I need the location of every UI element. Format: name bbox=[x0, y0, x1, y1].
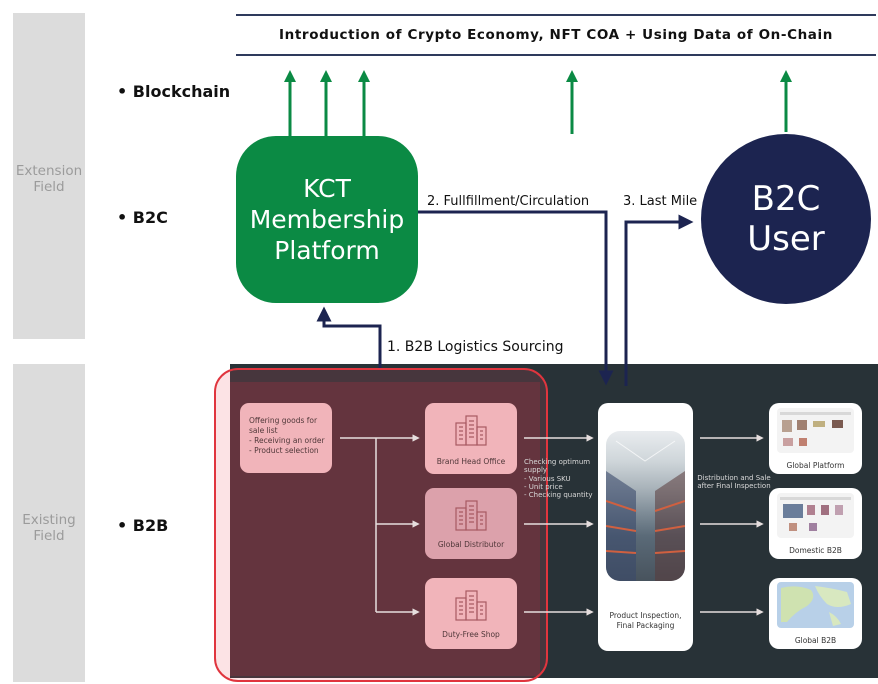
checking-supply-item-1: - Various SKU bbox=[524, 475, 571, 483]
existing-field-band: Existing Field bbox=[13, 364, 85, 682]
channel-card-domestic-b2b: Domestic B2B bbox=[769, 488, 862, 559]
step-3-arrow bbox=[624, 214, 694, 386]
crypto-economy-banner: Introduction of Crypto Economy, NFT COA … bbox=[236, 14, 876, 56]
step-2-label: 2. Fullfillment/Circulation bbox=[427, 194, 590, 209]
building-icon bbox=[453, 498, 489, 532]
kct-membership-platform: KCT Membership Platform bbox=[236, 136, 418, 303]
kct-title-line1: KCT bbox=[303, 174, 351, 203]
brand-head-office-box: Brand Head Office bbox=[425, 403, 517, 474]
extension-field-band: Extension Field bbox=[13, 13, 85, 339]
b2c-user-line2: User bbox=[747, 219, 825, 259]
checking-supply-item-3: - Checking quantity bbox=[524, 491, 593, 499]
supplier-label-2: Global Distributor bbox=[437, 540, 505, 549]
checking-supply-item-2: - Unit price bbox=[524, 483, 563, 491]
row-label-b2b: • B2B bbox=[117, 516, 169, 535]
b2c-user-circle: B2C User bbox=[701, 134, 871, 304]
row-label-blockchain: • Blockchain bbox=[117, 82, 231, 101]
step-3-label: 3. Last Mile bbox=[623, 194, 698, 209]
step-2-arrow bbox=[418, 210, 614, 386]
building-icon bbox=[453, 588, 489, 622]
existing-field-label: Existing Field bbox=[22, 512, 76, 544]
kct-title-line3: Platform bbox=[274, 236, 380, 265]
kct-title-line2: Membership bbox=[249, 205, 405, 234]
channel-label-2: Domestic B2B bbox=[789, 546, 842, 555]
channel-label-3: Global B2B bbox=[794, 636, 837, 645]
warehouse-label: Product Inspection, Final Packaging bbox=[609, 611, 682, 630]
channel-card-global-b2b: Global B2B bbox=[769, 578, 862, 649]
b2c-user-line1: B2C bbox=[751, 179, 821, 219]
offering-goods-title: Offering goods for sale list bbox=[249, 416, 318, 435]
supplier-label-3: Duty-Free Shop bbox=[442, 630, 500, 639]
checking-supply-title: Checking optimum supply bbox=[524, 458, 591, 474]
extension-field-label: Extension Field bbox=[15, 163, 83, 195]
sourcing-highlight bbox=[214, 368, 548, 682]
duty-free-shop-box: Duty-Free Shop bbox=[425, 578, 517, 649]
channel-label-1: Global Platform bbox=[786, 461, 845, 470]
offering-goods-item-1: - Receiving an order bbox=[249, 436, 325, 445]
building-icon bbox=[453, 413, 489, 447]
distribution-note: Distribution and Sale after Final Inspec… bbox=[697, 474, 771, 490]
warehouse-card: Product Inspection, Final Packaging bbox=[598, 403, 693, 651]
global-platform-screenshot bbox=[777, 408, 854, 453]
domestic-b2b-screenshot bbox=[777, 493, 854, 538]
warehouse-photo bbox=[606, 431, 685, 581]
offering-goods-item-2: - Product selection bbox=[249, 446, 319, 455]
channel-card-global-platform: Global Platform bbox=[769, 403, 862, 474]
step-1-label: 1. B2B Logistics Sourcing bbox=[387, 339, 564, 355]
global-distributor-box: Global Distributor bbox=[425, 488, 517, 559]
global-b2b-map bbox=[777, 582, 854, 628]
row-label-b2c: • B2C bbox=[117, 208, 168, 227]
supplier-label-1: Brand Head Office bbox=[436, 457, 506, 466]
offering-goods-box: Offering goods for sale list - Receiving… bbox=[240, 403, 332, 473]
step-1-arrow bbox=[316, 306, 382, 368]
